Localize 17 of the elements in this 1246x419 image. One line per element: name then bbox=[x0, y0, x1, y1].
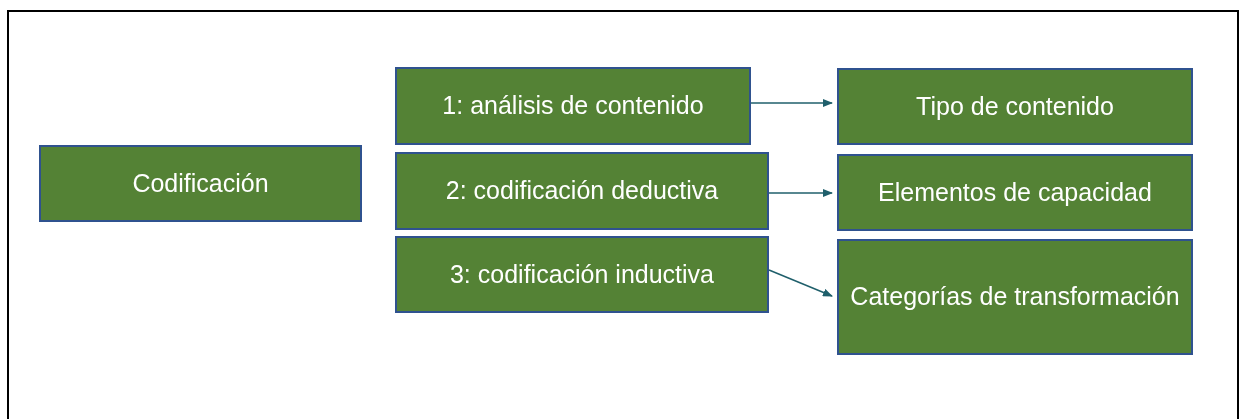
box-label: 1: análisis de contenido bbox=[442, 90, 704, 122]
box-label: Tipo de contenido bbox=[916, 90, 1114, 122]
arrow bbox=[768, 269, 833, 297]
process-box bbox=[395, 152, 769, 230]
process-box bbox=[395, 236, 769, 313]
box-label: 3: codificación inductiva bbox=[449, 258, 714, 290]
box-label: Categorías de transformación bbox=[850, 281, 1180, 313]
box-label: Elementos de capacidad bbox=[878, 176, 1152, 208]
process-box bbox=[39, 145, 362, 222]
process-box bbox=[837, 68, 1193, 145]
arrow bbox=[768, 189, 833, 197]
box-label: 2: codificación deductiva bbox=[445, 175, 719, 207]
process-box bbox=[837, 154, 1193, 231]
process-box bbox=[395, 67, 751, 145]
process-box bbox=[837, 239, 1193, 355]
box-label: Codificación bbox=[132, 167, 269, 199]
arrow bbox=[750, 99, 833, 107]
